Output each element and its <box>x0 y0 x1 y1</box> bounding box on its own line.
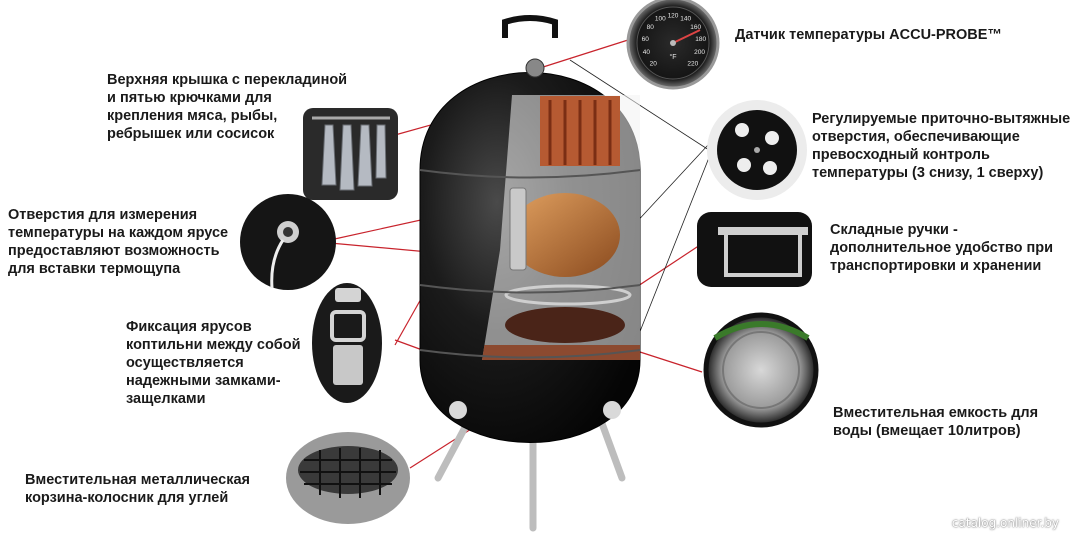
label-accu-probe: Датчик температуры ACCU-PROBE™ <box>735 27 1002 43</box>
label-charcoal-basket: Вместительная металлическая корзина-коло… <box>25 472 250 506</box>
bottom-vent-left <box>449 401 467 419</box>
smoker-body <box>419 15 641 443</box>
gauge-needle <box>672 29 701 44</box>
label-top-lid: Верхняя крышка с перекладиной и пятью кр… <box>107 72 348 142</box>
gauge-tick-label: 180 <box>695 36 706 43</box>
callout-line-water-pan <box>639 351 703 373</box>
latch-inset <box>312 283 382 403</box>
hooks-inset <box>303 108 398 200</box>
charcoal-inside <box>482 345 640 360</box>
gauge-tick-label: 80 <box>647 24 655 31</box>
probe-hole-inset <box>240 194 336 290</box>
gauge-tick-label: 220 <box>687 60 698 67</box>
gauge-tick-label: 40 <box>643 49 651 56</box>
label-water-pan: Вместительная емкость для воды (вмещает … <box>833 405 1039 439</box>
gauge-tick-label: 60 <box>642 36 650 43</box>
label-probe-holes: Отверстия для измерения температуры на к… <box>8 207 229 277</box>
lid-handle <box>502 15 558 38</box>
gauge-tick-label: 120 <box>668 13 679 20</box>
gauge-tick-label: 100 <box>655 16 666 23</box>
vent-inset <box>707 100 807 200</box>
cutaway-interior <box>482 95 640 360</box>
water-pan-inset <box>703 312 819 428</box>
label-vents: Регулируемые приточно-вытяжные отверстия… <box>812 111 1071 181</box>
bottom-vent-right <box>603 401 621 419</box>
cooking-grate <box>504 284 632 306</box>
access-door <box>509 187 527 271</box>
gauge-tick-label: 160 <box>690 24 701 31</box>
lid-thermometer <box>525 58 545 78</box>
callout-line-gauge <box>539 39 629 69</box>
handle-inset <box>697 212 812 287</box>
callout-line-handle <box>631 244 701 291</box>
label-latches: Фиксация ярусов коптильни между собой ос… <box>126 319 301 407</box>
charcoal-basket-inset <box>286 432 410 524</box>
roast-meat <box>510 193 620 277</box>
gauge-tick-label: 20 <box>650 60 658 67</box>
gauge-unit-label: °F <box>669 53 676 61</box>
label-handles: Складные ручки - дополнительное удобство… <box>830 222 1054 274</box>
callout-line-vent-top <box>569 59 713 153</box>
gauge-tick-label: 140 <box>680 16 691 23</box>
leg-right <box>596 414 626 482</box>
gauge-tick-label: 200 <box>694 49 705 56</box>
water-pan-inside <box>505 307 625 343</box>
watermark: catalog.onliner.by <box>951 516 1059 530</box>
